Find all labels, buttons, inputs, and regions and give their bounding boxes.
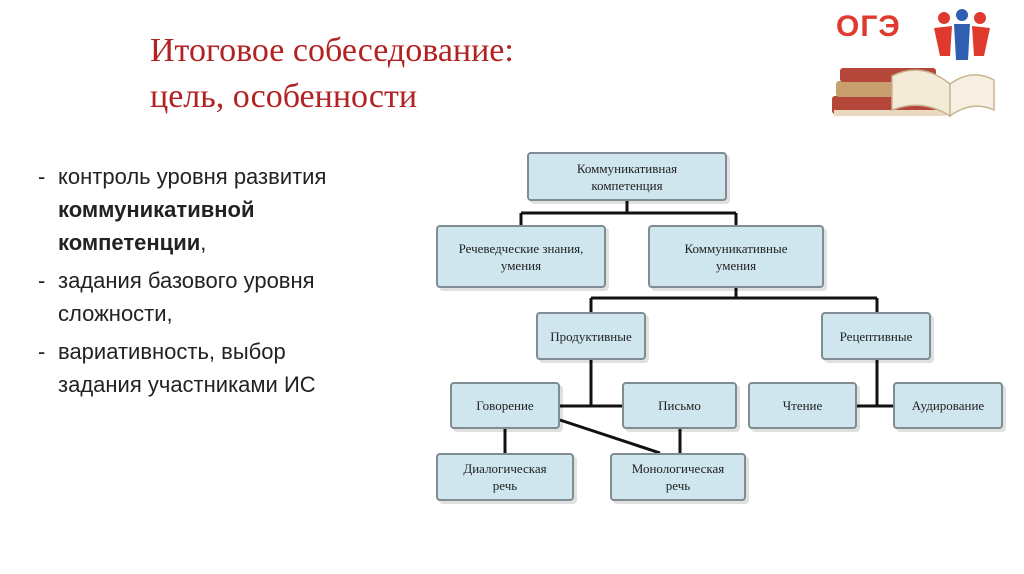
node-dialogic-speech: Диалогическая речь [436,453,574,501]
bullet-dash: - [38,268,46,293]
bullet-text: вариативность, выбор задания участниками… [58,339,316,397]
bullet-text: задания базового уровня сложности, [58,268,315,326]
node-writing: Письмо [622,382,737,429]
title-line-1: Итоговое собеседование: [150,32,514,69]
bullet-dash: - [38,339,46,364]
connector-lines [503,201,893,455]
node-reading: Чтение [748,382,857,429]
oge-logo: ОГЭ [822,6,1002,126]
bullet-dash: - [38,164,46,189]
bullet-text: контроль уровня развития [58,164,327,189]
node-receptive: Рецептивные [821,312,931,360]
books-icon [832,9,995,118]
node-listening: Аудирование [893,382,1003,429]
title-line-2: цель, особенности [150,78,418,115]
bullet-item-3: - вариативность, выбор задания участника… [38,335,368,401]
competence-diagram: Коммуникативная компетенция Речеведчески… [420,140,1020,520]
bullet-item-2: - задания базового уровня сложности, [38,264,368,330]
bullet-bold-text: коммуникативной компетенции [58,197,255,255]
bullet-item-1: - контроль уровня развития коммуникативн… [38,160,368,259]
logo-text: ОГЭ [836,10,901,43]
node-speaking: Говорение [450,382,560,429]
bullet-list: - контроль уровня развития коммуникативн… [38,160,368,406]
bullet-text-end: , [200,230,207,255]
slide-title: Итоговое собеседование: цель, особенност… [150,28,514,120]
node-communicative-competence: Коммуникативная компетенция [527,152,727,201]
node-productive: Продуктивные [536,312,646,360]
node-communicative-skills: Коммуникативные умения [648,225,824,288]
node-monologic-speech: Монологическая речь [610,453,746,501]
node-language-knowledge: Речеведческие знания, умения [436,225,606,288]
